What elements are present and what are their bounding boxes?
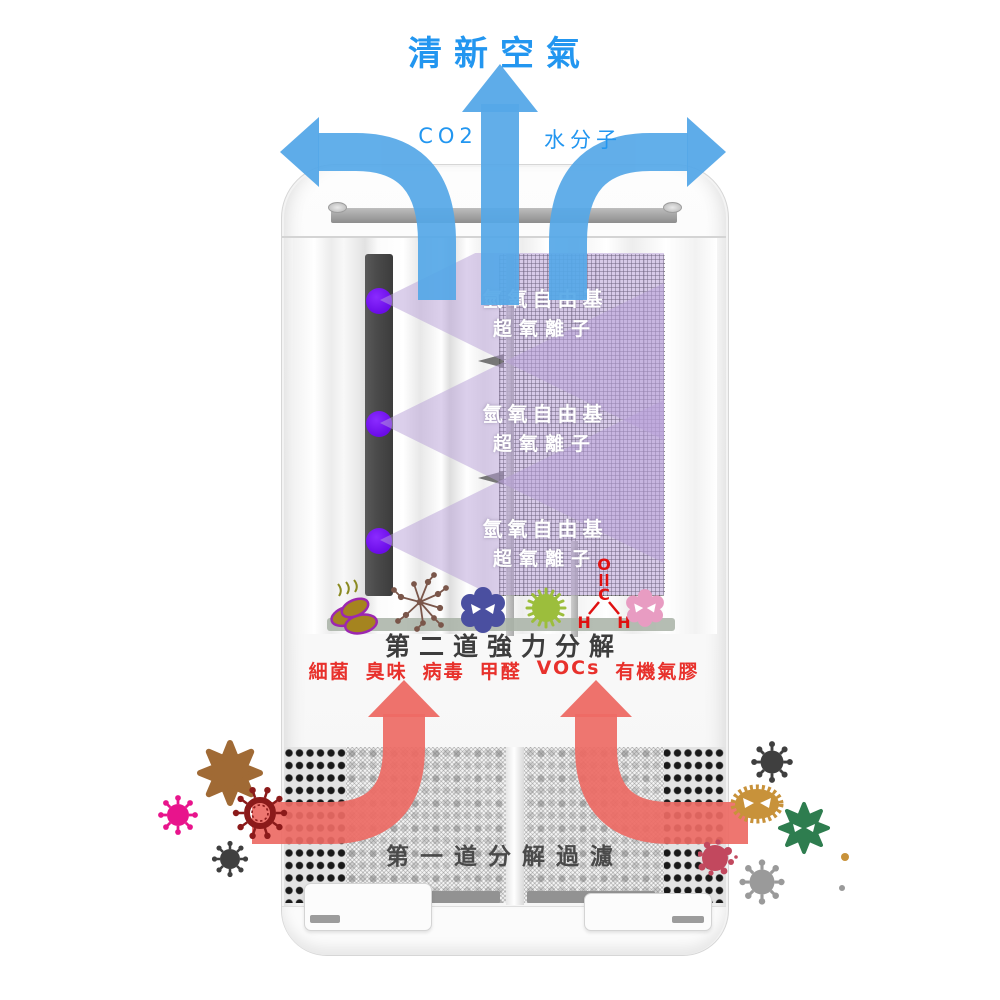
germ-cluster-right (698, 739, 849, 907)
grille-center-divider (506, 747, 524, 905)
pollutant-label: 有機氣膠 (615, 661, 700, 683)
spore-icon (525, 587, 567, 629)
formaldehyde-molecule-icon: O C H H (577, 555, 630, 632)
ion-nozzle-icon (478, 471, 504, 485)
svg-text:C: C (598, 585, 610, 604)
odor-molecule-icon (391, 572, 449, 632)
radical-label: 氫氧自由基 超氧離子 (482, 517, 608, 570)
virus-darkgray-icon (210, 839, 250, 879)
pollutant-label: 臭味 (365, 661, 408, 683)
filter-handle-bar (426, 891, 500, 903)
pollutant-label: 病毒 (422, 661, 465, 683)
aerosol-blob-icon (626, 589, 664, 627)
pollutant-label: VOCs (536, 657, 601, 679)
top-cap-bar (331, 208, 677, 223)
virus-magenta-icon (156, 793, 200, 837)
uv-led-icon (366, 288, 392, 314)
latch-slot (310, 915, 340, 923)
svg-text:O: O (597, 555, 611, 574)
germ-cluster-left (156, 740, 288, 879)
co2-label: CO2 (418, 124, 478, 148)
screw-icon (328, 202, 347, 213)
germ-green-star-icon (778, 802, 830, 854)
radical-label: 氫氧自由基 超氧離子 (482, 402, 608, 455)
uv-led-icon (366, 528, 392, 554)
page-title: 清新空氣 (408, 34, 592, 74)
germ-tan-icon (730, 784, 784, 824)
svg-text:H: H (577, 613, 590, 632)
particle-dot (839, 885, 845, 891)
water-molecule-label: 水分子 (544, 128, 622, 152)
virus-blob-icon (461, 587, 505, 633)
pollutant-name-row: 細菌 臭味 病毒 甲醛 VOCs 有機氣膠 (281, 657, 727, 684)
virus-gray-icon (737, 857, 787, 907)
splat-icon (698, 839, 738, 876)
pollutant-label: 細菌 (308, 661, 351, 683)
stage1-filter-mesh (346, 747, 664, 903)
stage1-title: 第一道分解過濾 (386, 844, 624, 870)
tray-latch (584, 893, 712, 931)
ion-nozzle-icon (478, 354, 504, 368)
pollutant-icon-row: O C H H (330, 555, 664, 635)
radical-label: 氫氧自由基 超氧離子 (482, 287, 608, 340)
particle-dot (841, 853, 849, 861)
stage2-title: 第二道強力分解 (384, 632, 623, 661)
pollutant-label: 甲醛 (479, 661, 522, 683)
uv-led-icon (366, 411, 392, 437)
germ-star-brown-icon (197, 740, 263, 806)
latch-slot (672, 916, 704, 923)
coronavirus-icon (232, 787, 288, 839)
svg-text:H: H (617, 613, 630, 632)
screw-icon (663, 202, 682, 213)
tray-latch (304, 883, 432, 931)
virus-darkgray-icon (749, 739, 795, 785)
bacteria-icon (330, 579, 379, 635)
